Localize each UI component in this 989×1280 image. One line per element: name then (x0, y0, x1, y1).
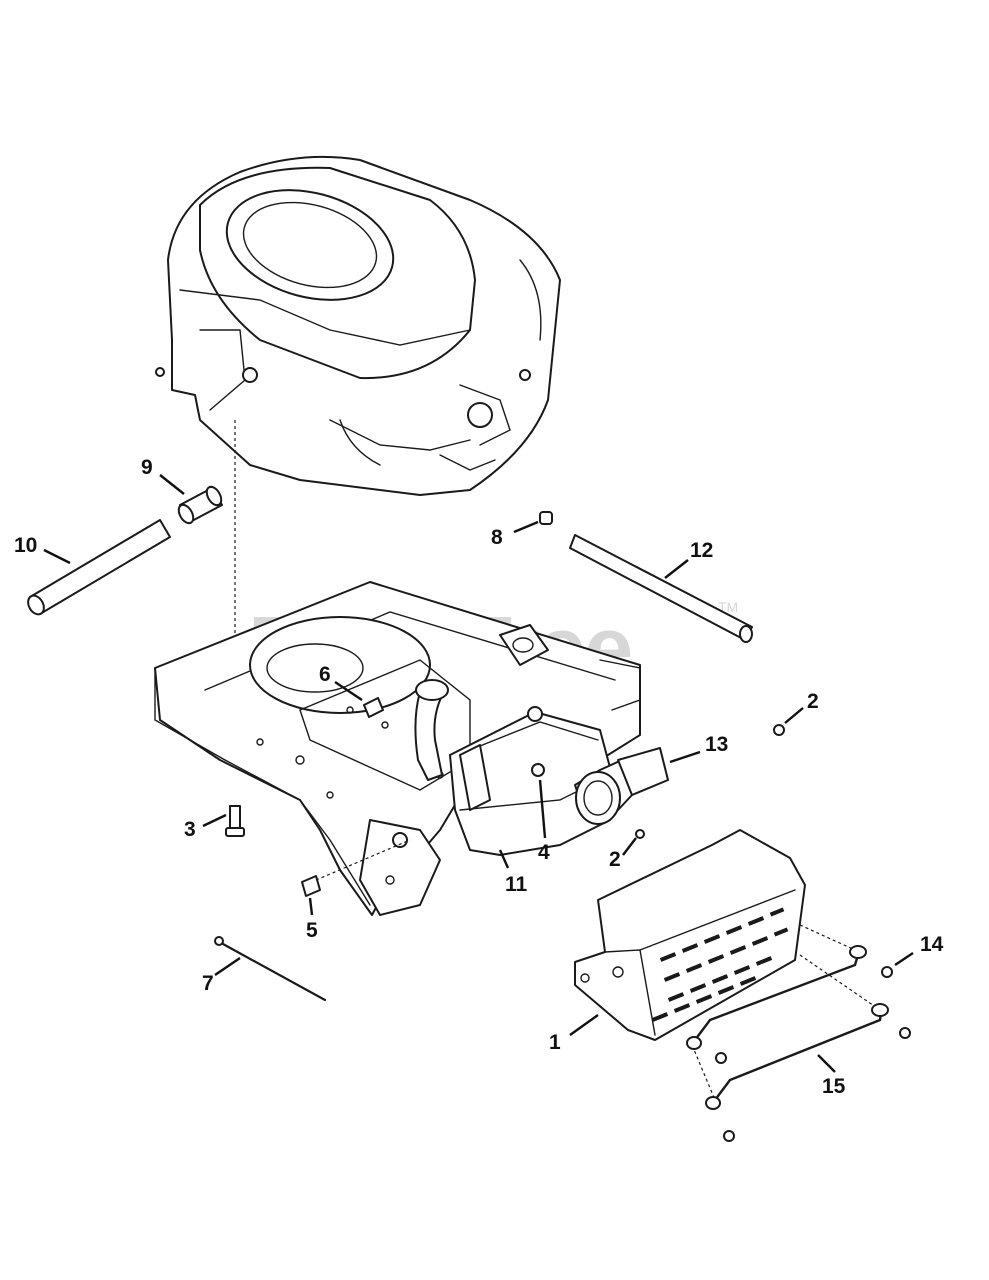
callout-8: 8 (491, 526, 503, 549)
part-1-heat-shield (574, 829, 806, 1041)
part-5-bolt (301, 875, 321, 897)
callout-1: 1 (549, 1031, 561, 1054)
callout-6: 6 (319, 663, 331, 686)
part-10-tube (27, 519, 171, 616)
muffler (449, 706, 613, 856)
callout-7: 7 (202, 972, 214, 995)
part-12-rod (569, 534, 753, 643)
callout-2-upper: 2 (807, 690, 819, 713)
callout-14: 14 (920, 933, 944, 956)
part-4-nut (531, 763, 545, 777)
callout-10: 10 (14, 534, 37, 557)
part-6-bolt (363, 697, 384, 718)
callout-3: 3 (184, 818, 196, 841)
callout-labels: 10 9 8 12 6 2 13 3 4 2 11 5 7 14 1 15 (14, 456, 944, 1098)
part-3-bolt (225, 805, 245, 837)
part-15-bracket (686, 945, 889, 1110)
callout-11: 11 (505, 873, 528, 896)
mower-frame (154, 581, 641, 916)
part-9-fitting (177, 485, 223, 525)
part-2-screw-upper (773, 724, 785, 736)
callout-4: 4 (538, 841, 550, 864)
callout-12: 12 (690, 539, 713, 562)
callout-13: 13 (705, 733, 728, 756)
part-2-screw-lower (635, 829, 645, 839)
callout-15: 15 (822, 1075, 846, 1098)
engine (155, 155, 561, 496)
heat-shield-vent-slots (651, 907, 789, 1022)
part-7-cable-tie (214, 936, 327, 1002)
callout-2-lower: 2 (609, 848, 621, 871)
callout-5: 5 (306, 919, 318, 942)
callout-9: 9 (141, 456, 153, 479)
callout-leaders (43, 474, 914, 1073)
spark-arrestor (574, 747, 669, 825)
part-14-screws (715, 966, 911, 1142)
part-8-nut (539, 511, 553, 525)
exhaust-manifold (414, 624, 549, 781)
